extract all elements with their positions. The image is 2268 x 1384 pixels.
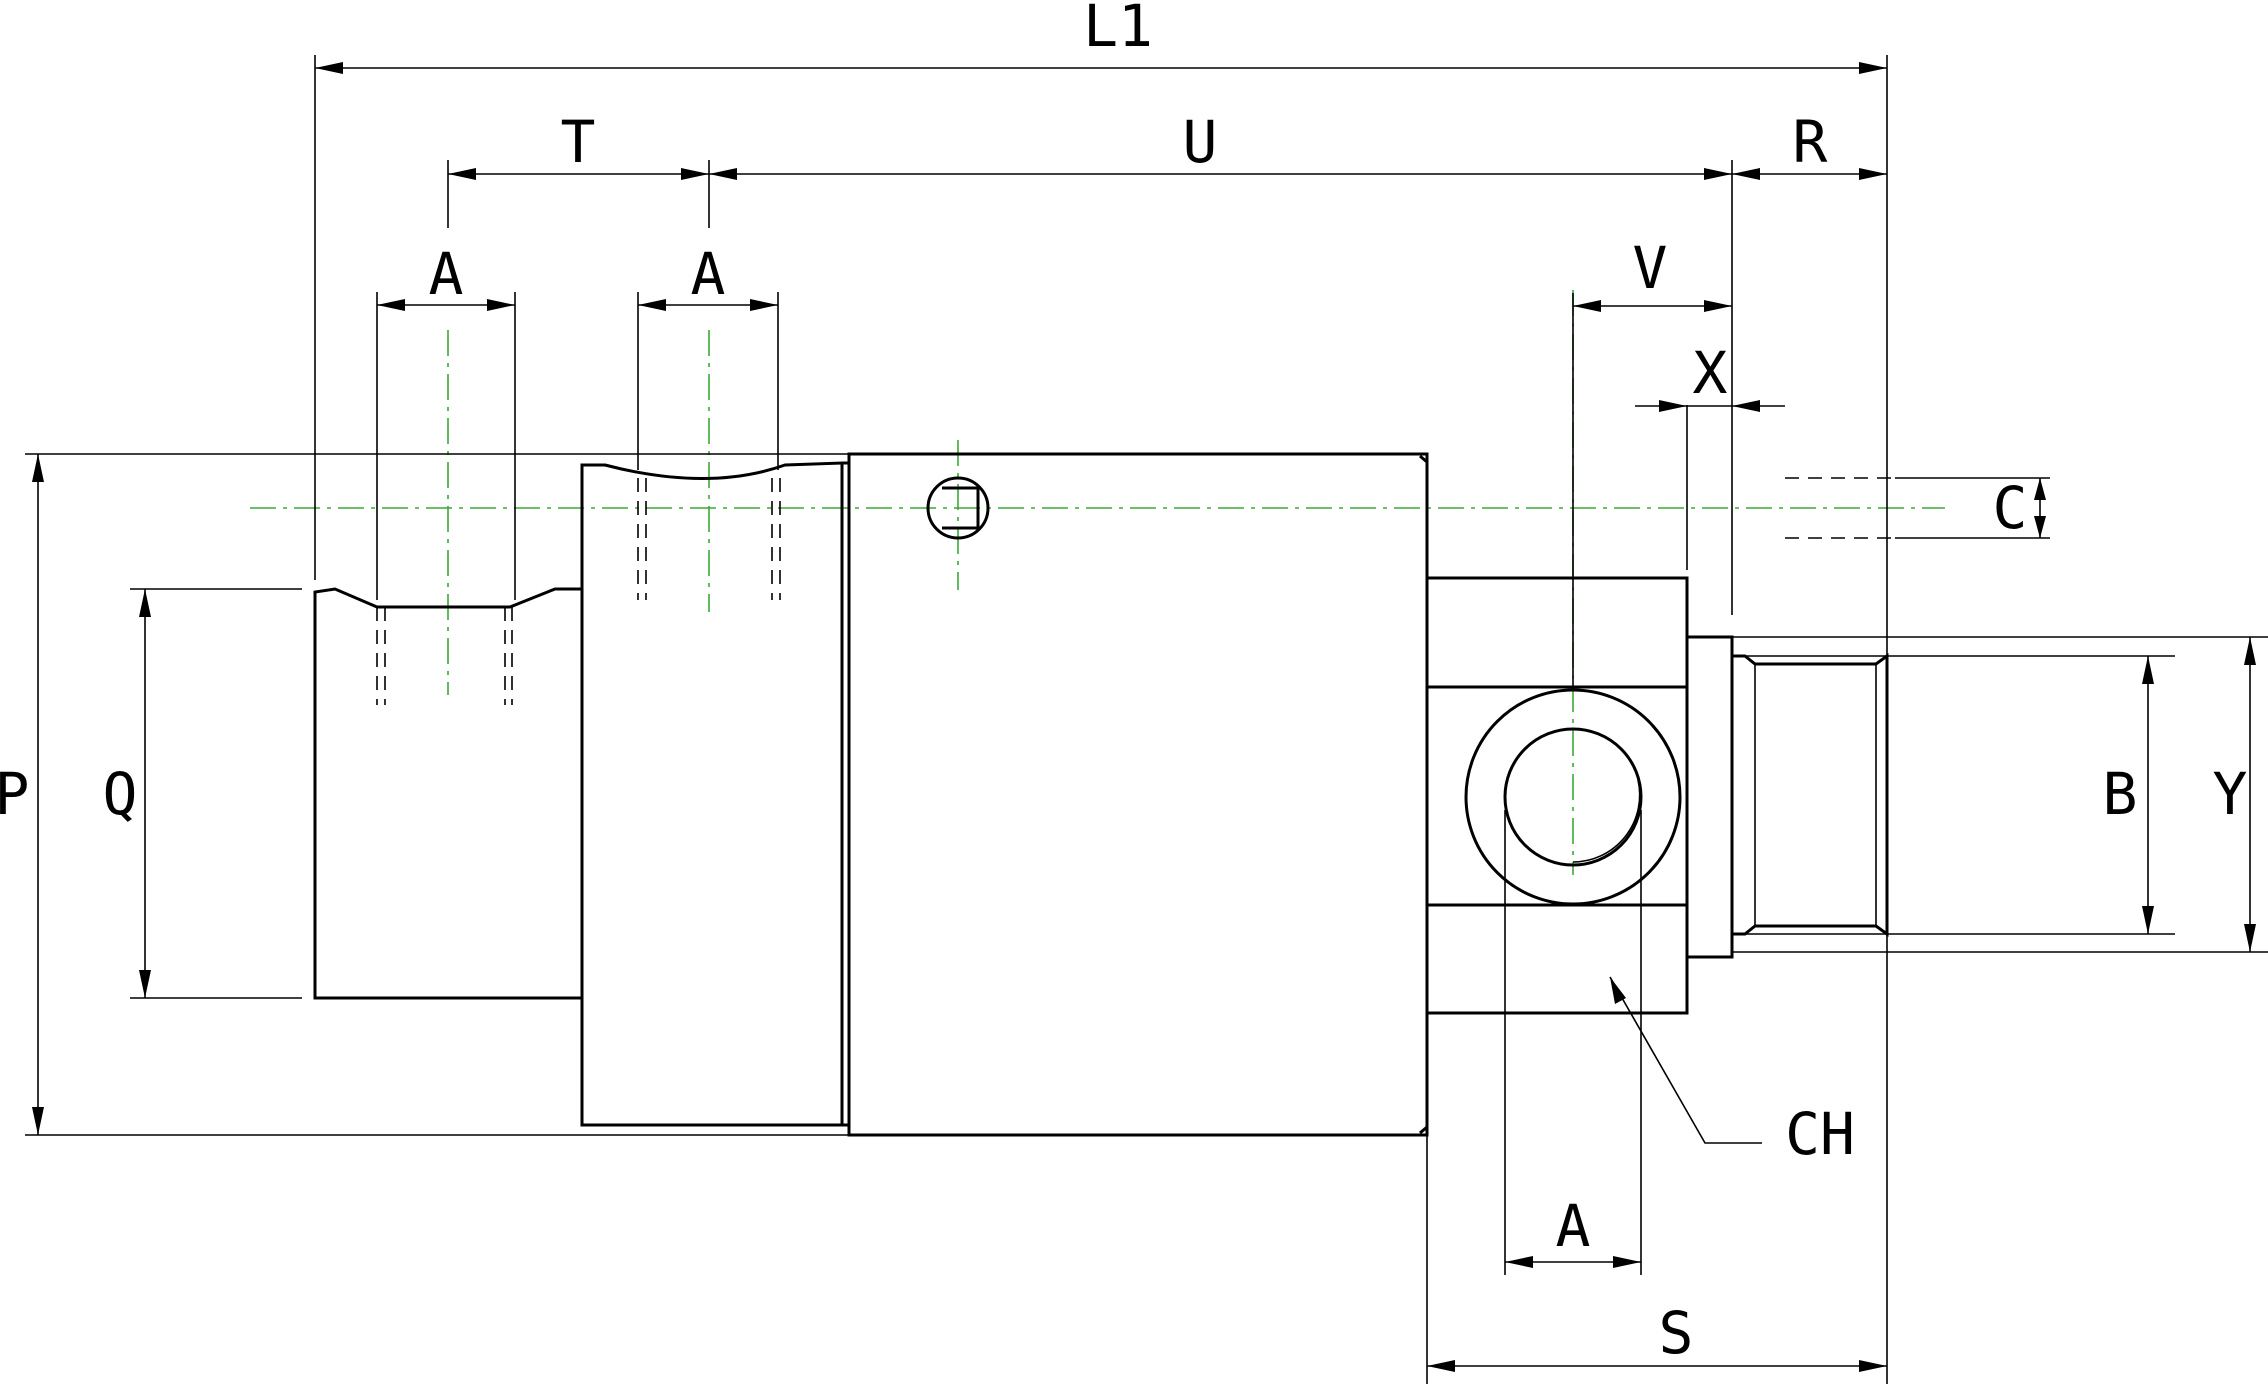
dim-Y-arrow-top [2244, 637, 2256, 665]
label-CH: CH [1785, 1100, 1855, 1168]
dim-Y-arrow-bottom [2244, 924, 2256, 952]
dim-S-arrow-left [1427, 1360, 1455, 1372]
dim-A1-arrow-right [487, 299, 515, 311]
dim-A3-arrow-right [1613, 1256, 1641, 1268]
dim-C-arrow-top [2034, 478, 2046, 500]
dim-B-arrow-top [2142, 656, 2154, 684]
dim-L1-arrow-left [315, 62, 343, 74]
dim-R-arrow-right [1859, 168, 1887, 180]
housing-right-step-top [1419, 454, 1428, 464]
port-thread-arc [1572, 779, 1641, 863]
ch-leader-arrow [1610, 977, 1626, 1004]
dim-P-arrow-top [32, 454, 44, 482]
label-A-mid: A [691, 240, 726, 308]
body-outline [313, 452, 1889, 1137]
dim-U-arrow-right [1704, 168, 1732, 180]
label-U: U [1183, 108, 1218, 176]
extension-lines [25, 55, 2268, 1384]
label-X: X [1693, 339, 1728, 407]
dim-L1-arrow-right [1859, 62, 1887, 74]
label-R: R [1793, 108, 1828, 176]
main-housing [847, 452, 1429, 1137]
label-L1: L1 [1083, 0, 1153, 60]
dim-S-arrow-right [1859, 1360, 1887, 1372]
label-P: P [0, 760, 29, 828]
dim-Q-arrow-bottom [139, 970, 151, 998]
dim-T-arrow-left [448, 168, 476, 180]
dim-A2-arrow-left [638, 299, 666, 311]
middle-ring [580, 461, 844, 1127]
label-Y: Y [2213, 760, 2248, 828]
label-A-left: A [429, 240, 464, 308]
dim-X-arrow-left [1659, 400, 1687, 412]
port-outer-circle [1464, 688, 1682, 906]
dimension-labels: L1 T U R A A V X P Q C B Y CH A S [0, 0, 2247, 1367]
dimension-lines [32, 62, 2256, 1372]
dim-X-arrow-right [1732, 400, 1760, 412]
label-C: C [1993, 474, 2028, 542]
dim-A2-arrow-right [750, 299, 778, 311]
ch-leader-line [1609, 976, 1762, 1144]
dim-V-arrow-right [1704, 300, 1732, 312]
dim-Q-arrow-top [139, 589, 151, 617]
dim-A3-arrow-left [1505, 1256, 1533, 1268]
label-S: S [1659, 1299, 1694, 1367]
collar [1685, 635, 1734, 959]
dim-T-arrow-right [681, 168, 709, 180]
pin [926, 476, 990, 540]
dim-R-arrow-left [1732, 168, 1760, 180]
dim-V-arrow-left [1573, 300, 1601, 312]
side-port [1464, 688, 1682, 906]
label-Q: Q [103, 760, 138, 828]
hidden-lines [376, 477, 1895, 705]
dim-U-arrow-left [709, 168, 737, 180]
dim-B-arrow-bottom [2142, 906, 2154, 934]
label-V: V [1633, 234, 1668, 302]
pin-circle [926, 476, 990, 540]
port-inner-circle [1503, 727, 1643, 867]
housing-right-step-bottom [1419, 1125, 1428, 1135]
dim-P-arrow-bottom [32, 1107, 44, 1135]
dim-C-arrow-bottom [2034, 516, 2046, 538]
dim-A1-arrow-left [377, 299, 405, 311]
label-B: B [2103, 760, 2138, 828]
pin-flat [942, 486, 980, 530]
centerlines [250, 290, 1945, 875]
label-T: T [561, 108, 596, 176]
label-A-bottom: A [1556, 1192, 1591, 1260]
